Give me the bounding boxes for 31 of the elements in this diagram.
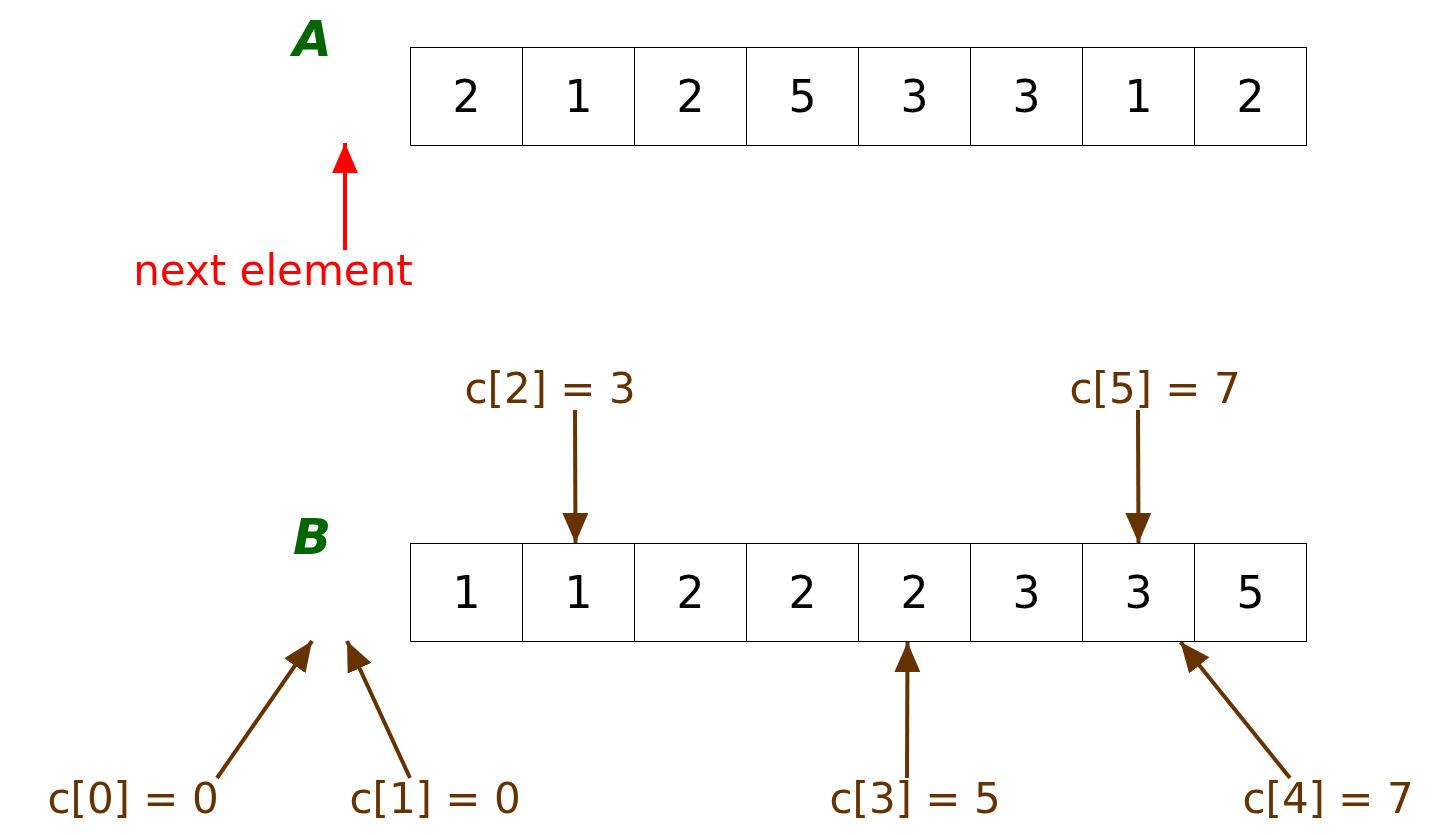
array-cell: 2 [634,47,747,146]
arrow [215,639,314,780]
array-cell: 3 [970,543,1083,642]
count-label: c[0] = 0 [47,778,219,820]
arrow [1178,640,1292,780]
array-cell: 1 [522,543,635,642]
array-cell: 5 [1194,543,1307,642]
count-label: c[2] = 3 [464,368,636,410]
array-cell: 2 [858,543,971,642]
array-cell: 3 [970,47,1083,146]
array-cell: 2 [410,47,523,146]
array-cell: 3 [858,47,971,146]
array-cell: 2 [746,543,859,642]
arrow [894,642,921,778]
array-cell: 1 [522,47,635,146]
array-cell: 1 [1082,47,1195,146]
arrow [345,640,412,779]
count-label: c[4] = 7 [1242,778,1414,820]
count-label: c[5] = 7 [1069,368,1241,410]
array-cell: 2 [1194,47,1307,146]
pointer-label: next element [133,250,413,292]
array-cell: 5 [746,47,859,146]
arrow [1125,410,1152,543]
array-cell: 1 [410,543,523,642]
arrow [562,410,589,543]
array-name: B [293,512,332,562]
count-label: c[1] = 0 [349,778,521,820]
count-label: c[3] = 5 [829,778,1001,820]
array-cell: 2 [634,543,747,642]
arrow [332,143,358,250]
array-cell: 3 [1082,543,1195,642]
